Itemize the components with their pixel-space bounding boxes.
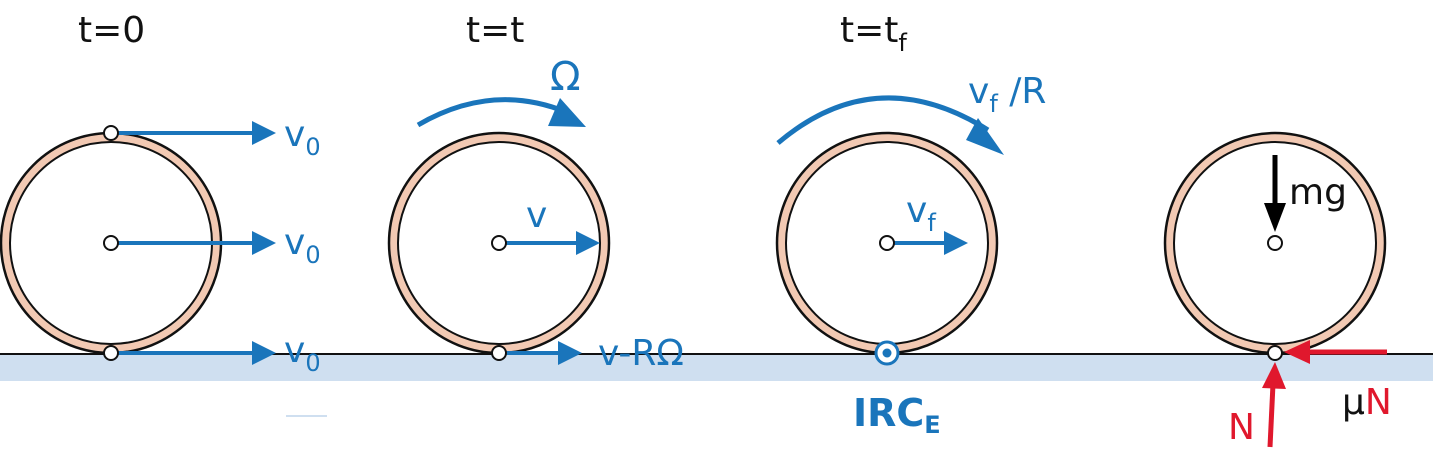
rotation-label-omega: Ω — [550, 54, 581, 100]
gravity-label: mg — [1289, 172, 1347, 213]
gravity-arrowhead — [1264, 203, 1286, 232]
time-label-t0: t=0 — [78, 10, 145, 51]
top-velocity-arrowhead — [252, 121, 276, 145]
rotation-arrowhead — [548, 98, 586, 127]
open-circle-icon — [103, 125, 119, 141]
friction-label: μN — [1342, 382, 1392, 423]
bottom-velocity-label: v-RΩ — [598, 333, 684, 374]
time-label-t: t=t — [466, 10, 524, 51]
circled-dot-icon — [874, 340, 900, 366]
center-velocity-label: v0 — [284, 222, 321, 269]
open-circle-icon — [1267, 345, 1283, 361]
rotation-arrowhead — [966, 118, 1004, 155]
bottom-velocity-label: v0 — [284, 330, 321, 377]
ground-band — [0, 355, 1433, 381]
rotation-label-vf-over-r: vf /R — [968, 71, 1046, 118]
top-velocity-label: v0 — [284, 114, 321, 161]
center-velocity-arrowhead — [576, 231, 600, 255]
bottom-velocity-arrowhead — [558, 341, 582, 365]
center-velocity-arrowhead — [252, 231, 276, 255]
open-circle-icon — [491, 345, 507, 361]
contact-label-irc: IRCE — [853, 391, 941, 439]
time-label-tf: t=tf — [840, 10, 907, 57]
friction-arrowhead — [1284, 340, 1310, 364]
open-circle-icon — [879, 235, 895, 251]
bottom-velocity-arrowhead — [252, 341, 276, 365]
center-velocity-arrowhead — [944, 231, 968, 255]
normal-arrow — [1267, 383, 1276, 448]
normal-label: N — [1228, 407, 1255, 448]
rotation-arrow — [416, 97, 567, 128]
open-circle-icon — [491, 235, 507, 251]
open-circle-icon — [103, 235, 119, 251]
rotation-arrow — [776, 95, 990, 145]
center-velocity-label: v — [526, 195, 547, 236]
open-circle-icon — [103, 345, 119, 361]
open-circle-icon — [1267, 235, 1283, 251]
normal-arrowhead — [1262, 362, 1286, 389]
center-velocity-label: vf — [906, 190, 936, 237]
